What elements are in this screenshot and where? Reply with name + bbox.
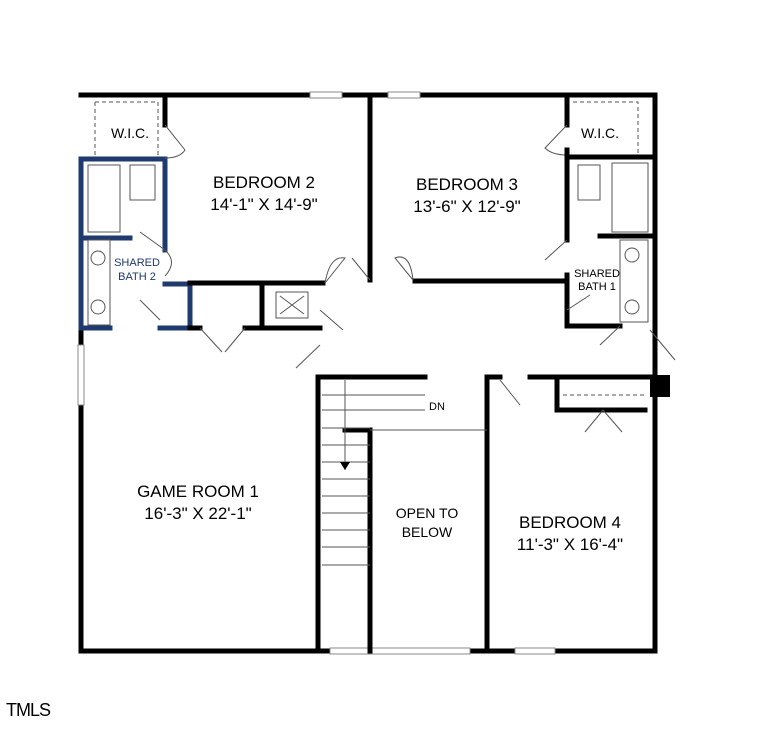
window [387,91,421,99]
watermark: TMLS [6,700,51,720]
game-room-size: 16'-3" X 22'-1" [144,504,251,523]
window [309,91,343,99]
bath2-line2: BATH 2 [118,271,156,283]
bath1-line2: BATH 1 [578,281,616,293]
bath1-line1: SHARED [574,268,620,280]
chimney [650,375,670,397]
window [514,647,556,655]
wic-left-label: W.I.C. [111,125,149,141]
bedroom4-name: BEDROOM 4 [519,513,621,532]
bedroom2-name: BEDROOM 2 [213,173,315,192]
open-below-line1: OPEN TO [396,505,459,521]
bedroom3-size: 13'-6" X 12'-9" [413,197,520,216]
game-room-name: GAME ROOM 1 [137,482,259,501]
interior-walls [94,92,676,654]
window [77,344,85,406]
open-below-line2: BELOW [402,524,453,540]
bedroom3-name: BEDROOM 3 [416,175,518,194]
bedroom2-size: 14'-1" X 14'-9" [210,195,317,214]
bath2-line1: SHARED [114,257,160,269]
wic-right-label: W.I.C. [581,125,619,141]
exterior-walls [77,91,670,655]
window [329,647,471,655]
bedroom4-size: 11'-3" X 16'-4" [517,535,623,554]
stairs-down-label: DN [429,401,445,413]
bath2-walls [78,156,193,331]
